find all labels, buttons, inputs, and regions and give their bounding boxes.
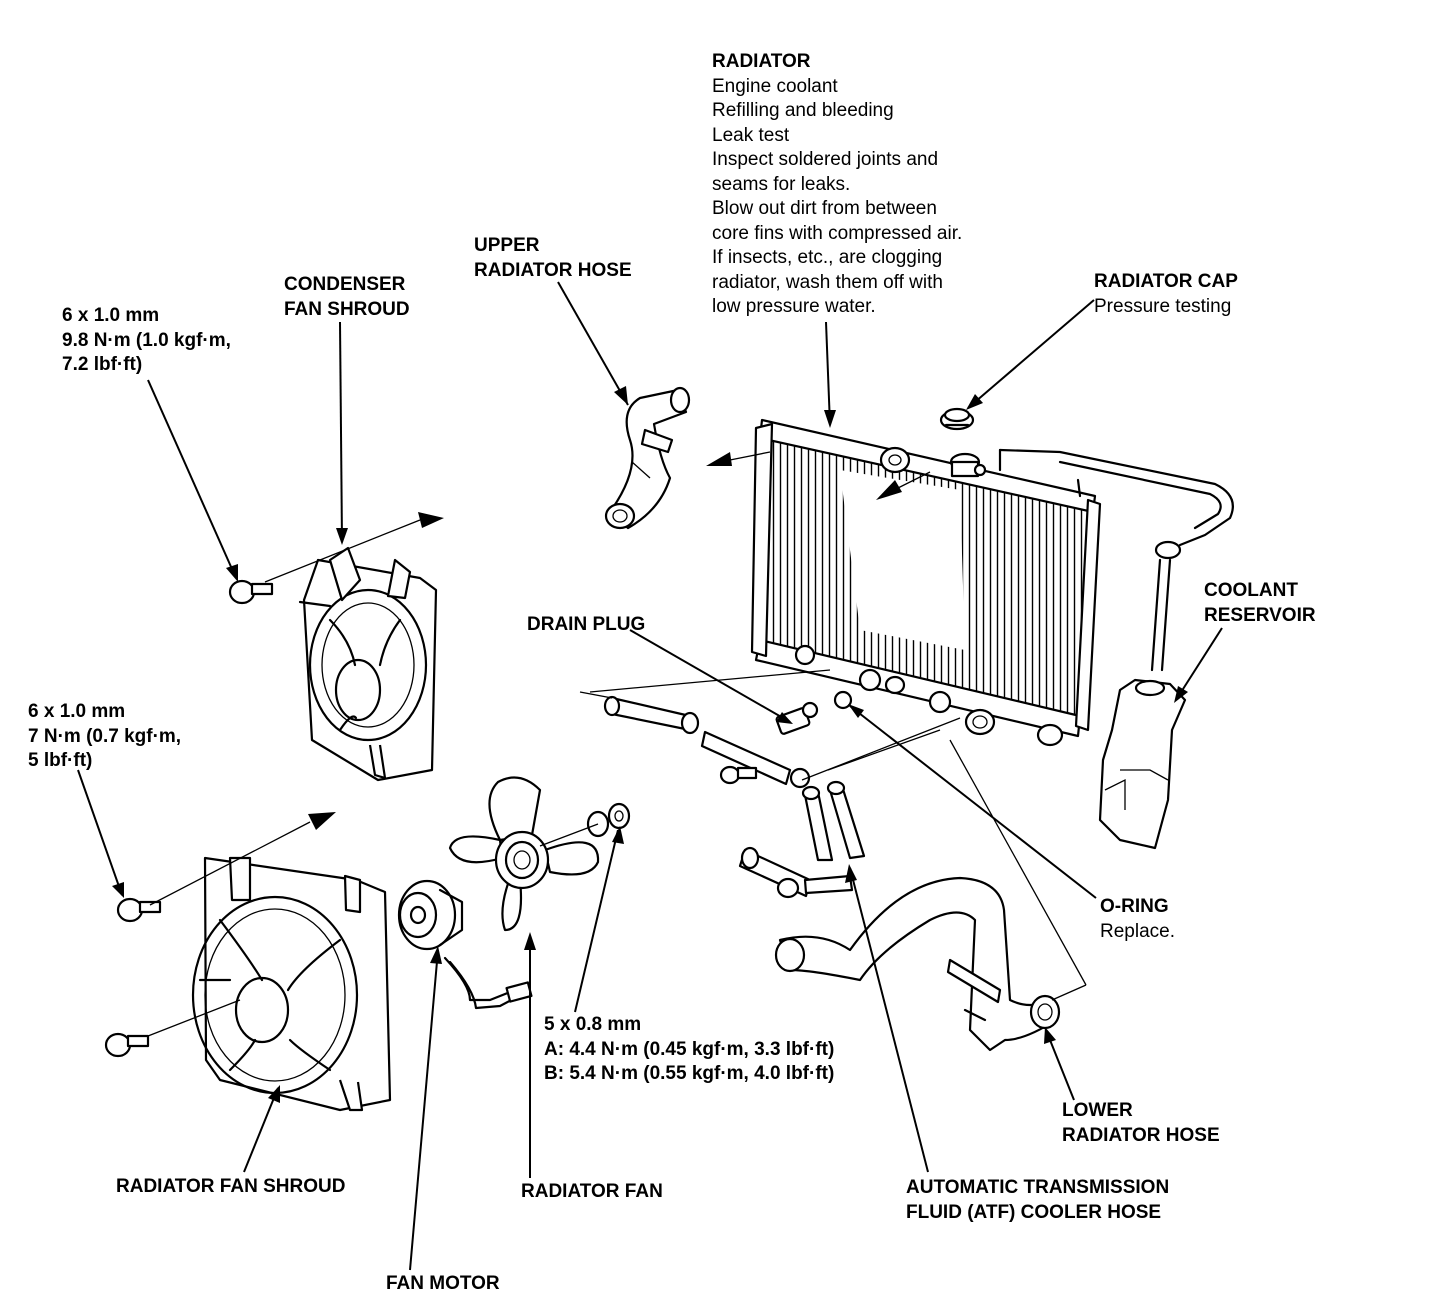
fan-nut-spec-label: 5 x 0.8 mm A: 4.4 N·m (0.45 kgf·m, 3.3 l… bbox=[544, 1013, 834, 1087]
fan-nut-spec-line1: 5 x 0.8 mm bbox=[544, 1014, 642, 1035]
o-ring-label: O-RING Replace. bbox=[1100, 895, 1175, 944]
fan-nut bbox=[586, 802, 631, 838]
condenser-bolt-spec-line2: 9.8 N·m (1.0 kgf·m, bbox=[62, 329, 231, 351]
radiator-cap-label: RADIATOR CAP Pressure testing bbox=[1094, 270, 1238, 319]
coolant-reservoir-label-line1: COOLANT bbox=[1204, 580, 1298, 601]
o-ring-title: O-RING bbox=[1100, 896, 1169, 917]
overflow-hose bbox=[998, 448, 1234, 672]
radiator-note-4: Inspect soldered joints and bbox=[712, 149, 939, 170]
radiator-fan-bolt-spec-line2: 7 N·m (0.7 kgf·m, bbox=[28, 725, 182, 747]
radiator-fan-bolt-spec-line1: 6 x 1.0 mm bbox=[28, 701, 126, 722]
atf-cooler-hose bbox=[603, 695, 866, 899]
upper-radiator-hose-label-line2: RADIATOR HOSE bbox=[474, 259, 632, 281]
upper-radiator-hose bbox=[604, 386, 691, 530]
radiator-note-9: radiator, wash them off with bbox=[712, 271, 943, 293]
radiator-cap-note: Pressure testing bbox=[1094, 295, 1232, 317]
radiator-fan-bolt-spec-line3: 5 lbf·ft) bbox=[28, 750, 93, 771]
condenser-bolt-spec-line1: 6 x 1.0 mm bbox=[62, 305, 160, 326]
radiator-note-3: Leak test bbox=[712, 124, 790, 146]
radiator bbox=[750, 418, 1102, 747]
fan-motor-label: FAN MOTOR bbox=[386, 1273, 500, 1294]
radiator-note-5: seams for leaks. bbox=[712, 173, 851, 195]
o-ring bbox=[833, 690, 853, 710]
coolant-reservoir-label-line2: RESERVOIR bbox=[1204, 604, 1316, 626]
bolt-radiator-fan-lower bbox=[104, 1032, 150, 1058]
condenser-fan-shroud-label-line1: CONDENSER bbox=[284, 274, 406, 295]
radiator-fan-shroud bbox=[191, 856, 392, 1112]
radiator-note-8: If insects, etc., are clogging bbox=[712, 247, 943, 268]
radiator-note-10: low pressure water. bbox=[712, 296, 876, 317]
condenser-fan-shroud bbox=[298, 546, 438, 782]
lower-radiator-hose-label-line1: LOWER bbox=[1062, 1100, 1133, 1121]
radiator-note-6: Blow out dirt from between bbox=[712, 198, 937, 219]
bolt-radiator-fan-upper bbox=[116, 897, 162, 923]
drain-plug bbox=[775, 701, 819, 735]
condenser-bolt-spec-label: 6 x 1.0 mm 9.8 N·m (1.0 kgf·m, 7.2 lbf·f… bbox=[62, 304, 231, 378]
coolant-reservoir bbox=[1098, 678, 1187, 850]
leader-lines bbox=[77, 281, 1223, 1271]
radiator-note-2: Refilling and bleeding bbox=[712, 100, 894, 121]
condenser-fan-shroud-label: CONDENSER FAN SHROUD bbox=[284, 273, 410, 322]
upper-radiator-hose-label-line1: UPPER bbox=[474, 235, 540, 256]
drain-plug-label: DRAIN PLUG bbox=[527, 614, 646, 635]
atf-cooler-hose-label: AUTOMATIC TRANSMISSION FLUID (ATF) COOLE… bbox=[906, 1176, 1169, 1225]
radiator-fan-label: RADIATOR FAN bbox=[521, 1181, 663, 1202]
radiator-fan-bolt-spec-label: 6 x 1.0 mm 7 N·m (0.7 kgf·m, 5 lbf·ft) bbox=[28, 700, 181, 774]
radiator-title: RADIATOR bbox=[712, 51, 811, 72]
lower-radiator-hose bbox=[774, 876, 1061, 1052]
lower-radiator-hose-label: LOWER RADIATOR HOSE bbox=[1062, 1099, 1220, 1148]
fan-nut-spec-line2: A: 4.4 N·m (0.45 kgf·m, 3.3 lbf·ft) bbox=[544, 1038, 835, 1060]
bolt-condenser bbox=[228, 579, 274, 605]
coolant-reservoir-label: COOLANT RESERVOIR bbox=[1204, 579, 1316, 628]
assembly-arrows bbox=[147, 451, 961, 1037]
fan-nut-spec-line3: B: 5.4 N·m (0.55 kgf·m, 4.0 lbf·ft) bbox=[544, 1063, 835, 1084]
radiator-cap-title: RADIATOR CAP bbox=[1094, 271, 1238, 292]
radiator-label: RADIATOR Engine coolant Refilling and bl… bbox=[712, 50, 962, 320]
radiator-fan-shroud-label: RADIATOR FAN SHROUD bbox=[116, 1176, 346, 1197]
atf-cooler-hose-label-line2: FLUID (ATF) COOLER HOSE bbox=[906, 1201, 1162, 1223]
radiator-note-7: core fins with compressed air. bbox=[712, 222, 963, 244]
upper-radiator-hose-label: UPPER RADIATOR HOSE bbox=[474, 234, 632, 283]
o-ring-note: Replace. bbox=[1100, 920, 1175, 942]
radiator-cap bbox=[939, 407, 975, 431]
condenser-bolt-spec-line3: 7.2 lbf·ft) bbox=[62, 354, 143, 375]
radiator-note-1: Engine coolant bbox=[712, 75, 838, 97]
condenser-fan-shroud-label-line2: FAN SHROUD bbox=[284, 298, 410, 320]
radiator-fan bbox=[448, 776, 600, 932]
lower-radiator-hose-label-line2: RADIATOR HOSE bbox=[1062, 1124, 1220, 1146]
atf-cooler-hose-label-line1: AUTOMATIC TRANSMISSION bbox=[906, 1177, 1170, 1198]
